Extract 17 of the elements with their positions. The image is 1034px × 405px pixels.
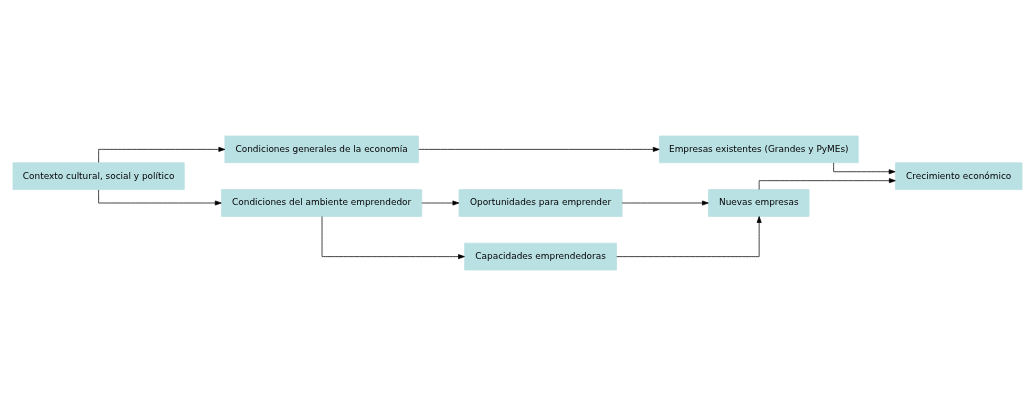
node-box: Contexto cultural, social y político	[12, 161, 185, 190]
arrow	[615, 215, 762, 257]
arrow	[420, 200, 459, 205]
node-box: Condiciones generales de la economía	[223, 135, 419, 163]
node-box: Nuevas empresas	[707, 188, 809, 217]
node-box: Crecimiento económico	[894, 161, 1022, 190]
arrow	[832, 162, 895, 174]
node-box: Oportunidades para emprender	[458, 188, 622, 217]
arrow	[97, 146, 225, 163]
arrow	[321, 215, 465, 259]
node-box: Condiciones del ambiente emprendedor	[220, 188, 422, 217]
arrow	[758, 177, 896, 190]
node-box: Capacidades emprendedoras	[463, 242, 617, 270]
arrow	[417, 146, 660, 152]
arrow	[97, 189, 222, 205]
arrow	[621, 200, 709, 205]
node-box: Empresas existentes (Grandes y PyMEs)	[658, 135, 859, 163]
